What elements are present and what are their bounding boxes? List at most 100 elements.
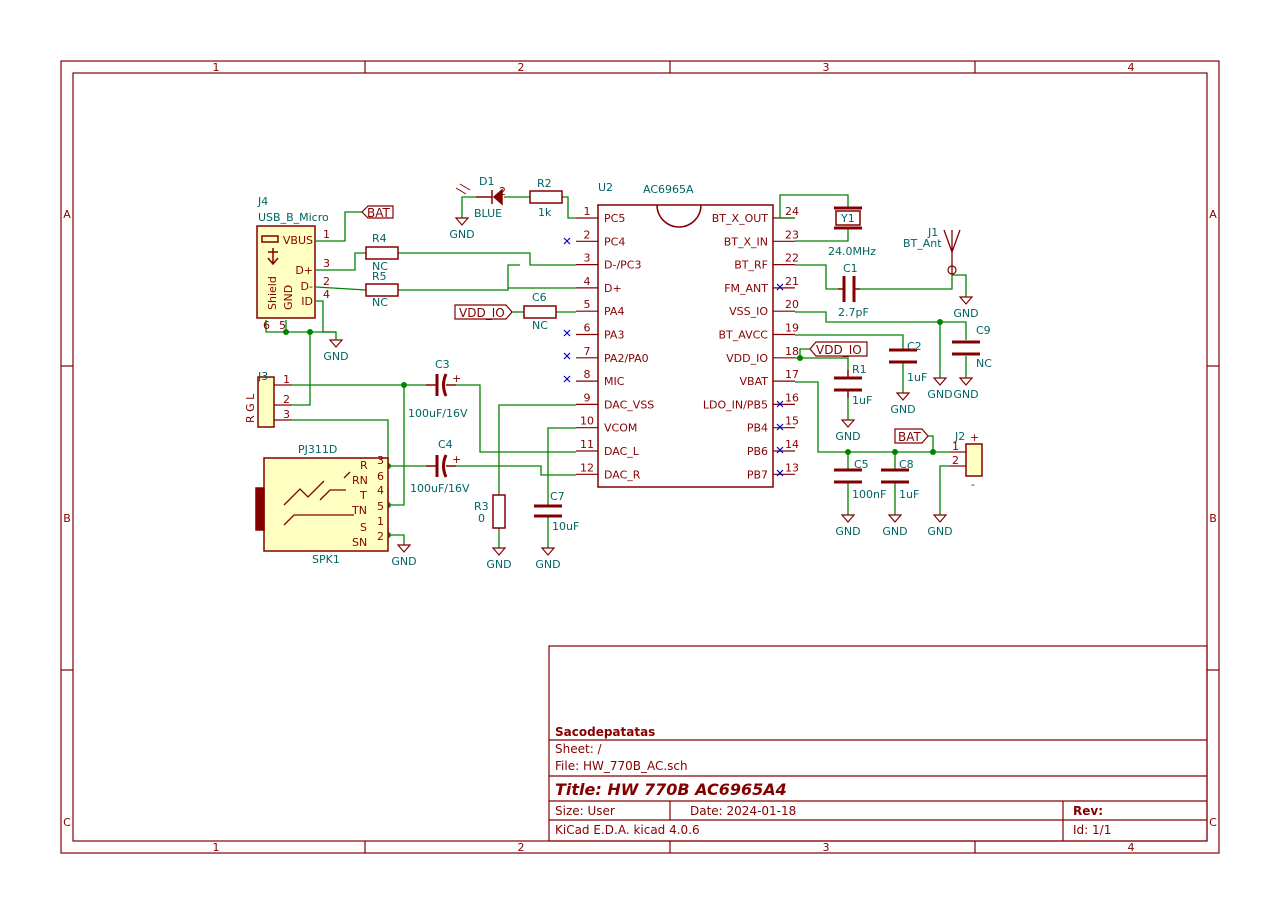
title-block-company: Sacodepatatas: [555, 725, 655, 739]
d1-pin-num: 2: [499, 185, 506, 198]
c4-value: 100uF/16V: [410, 482, 470, 495]
vdd-io-label-left: VDD_IO: [454, 304, 513, 320]
spk1-value: PJ311D: [298, 443, 337, 456]
j4-num-6: 6: [263, 319, 270, 332]
bat-label-text-1: BAT: [367, 206, 391, 220]
c1-capacitor: C1 2.7pF: [838, 262, 869, 319]
spk1-num-2: 2: [377, 530, 384, 543]
row-label-a-left: A: [63, 208, 71, 221]
u2-pin-name-20: VSS_IO: [729, 305, 768, 318]
gnd-vss-io-symbol: GND: [927, 377, 953, 401]
gnd-j2-label: GND: [927, 525, 952, 538]
vdd-io-label-right: VDD_IO: [809, 341, 868, 357]
u2-pin-name-18: VDD_IO: [726, 352, 768, 365]
spk1-pin-sn: SN: [352, 536, 367, 549]
r5-resistor: R5 NC: [365, 270, 399, 309]
u2-pin-num-5: 5: [584, 298, 591, 311]
u2-pin-name-24: BT_X_OUT: [712, 212, 769, 225]
j4-num-5: 5: [279, 319, 286, 332]
gnd-c7-symbol: GND: [535, 547, 561, 571]
vdd-io-label-text-2: VDD_IO: [816, 343, 862, 357]
u2-pin-name-19: BT_AVCC: [719, 329, 769, 342]
title-block-size: Size: User: [555, 804, 615, 818]
c5-ref: C5: [854, 458, 869, 471]
u2-pin-num-6: 6: [584, 322, 591, 335]
j2-num-2: 2: [952, 454, 959, 467]
c4-ref: C4: [438, 438, 453, 451]
gnd-j1-label: GND: [953, 307, 978, 320]
c6-ref: C6: [532, 291, 547, 304]
title-block-date: Date: 2024-01-18: [690, 804, 796, 818]
j1-ref: J1: [927, 226, 938, 239]
u2-pin-num-22: 22: [785, 252, 799, 265]
gnd-r3-symbol: GND: [486, 547, 512, 571]
c1-value: 2.7pF: [838, 306, 869, 319]
j4-pin-gnd: GND: [282, 285, 295, 310]
c8-value: 1uF: [899, 488, 919, 501]
no-connect-markers: [563, 237, 784, 477]
u2-pin-num-16: 16: [785, 391, 799, 404]
u2-pin-name-7: PA2/PA0: [604, 352, 649, 365]
u2-pin-num-7: 7: [584, 345, 591, 358]
u2-pin-name-15: PB4: [747, 422, 768, 435]
r3-resistor: R3 0: [474, 494, 506, 529]
c7-capacitor: C7 10uF: [534, 490, 579, 533]
u2-pin-num-13: 13: [785, 461, 799, 474]
row-label-a-right: A: [1209, 208, 1217, 221]
j4-pin-vbus: VBUS: [283, 234, 313, 247]
u2-pin-name-11: DAC_L: [604, 445, 640, 458]
y1-value: 24.0MHz: [828, 245, 876, 258]
gnd-c8-label: GND: [882, 525, 907, 538]
c8-capacitor: C8 1uF: [881, 458, 919, 501]
u2-pin-num-19: 19: [785, 322, 799, 335]
gnd-spk1-symbol: GND: [391, 544, 417, 568]
title-block: Sacodepatatas Sheet: / File: HW_770B_AC.…: [548, 645, 1208, 842]
j3-num-1: 1: [283, 373, 290, 386]
j4-pin-id: ID: [301, 295, 313, 308]
c9-value: NC: [976, 357, 992, 370]
r1-value: 1uF: [852, 394, 872, 407]
c6-component: C6 NC: [523, 291, 557, 332]
j4-ref: J4: [257, 195, 268, 208]
c5-capacitor: C5 100nF: [834, 458, 886, 501]
spk1-pin-s: S: [360, 521, 367, 534]
col-label-4-bottom: 4: [1128, 841, 1135, 854]
u2-pin-num-18: 18: [785, 345, 799, 358]
y1-ref: Y1: [840, 212, 855, 225]
j4-num-1: 1: [323, 228, 330, 241]
u2-pin-num-1: 1: [584, 205, 591, 218]
c2-ref: C2: [907, 340, 922, 353]
u2-pin-name-10: VCOM: [604, 422, 637, 435]
u2-pin-num-23: 23: [785, 228, 799, 241]
col-label-1-top: 1: [213, 61, 220, 74]
title-block-tool: KiCad E.D.A. kicad 4.0.6: [555, 823, 700, 837]
gnd-c8-symbol: GND: [882, 514, 908, 538]
spk1-num-1: 1: [377, 515, 384, 528]
gnd-c5-symbol: GND: [835, 514, 861, 538]
u2-ic: U2 AC6965A 1PC52PC43D-/PC34D+5PA46PA37PA…: [576, 181, 799, 488]
j4-num-2: 2: [323, 275, 330, 288]
gnd-c9-label: GND: [953, 388, 978, 401]
c5-value: 100nF: [852, 488, 886, 501]
gnd-j1-symbol: GND: [953, 296, 979, 320]
u2-pin-num-24: 24: [785, 205, 799, 218]
spk1-pin-rn: RN: [352, 474, 368, 487]
u2-pin-name-14: PB6: [747, 445, 768, 458]
c3-capacitor: + C3 100uF/16V: [408, 358, 468, 420]
u2-pin-name-8: MIC: [604, 375, 625, 388]
j2-connector: J2 1 2 + -: [950, 430, 983, 491]
spk1-pin-r: R: [360, 459, 368, 472]
r4-resistor: R4 NC: [365, 232, 399, 273]
j4-pin-dplus: D+: [295, 264, 313, 277]
col-label-1-bottom: 1: [213, 841, 220, 854]
c7-ref: C7: [550, 490, 565, 503]
u2-pin-name-3: D-/PC3: [604, 259, 641, 272]
j4-usb-connector: J4 USB_B_Micro VBUS D+ D- ID Shield GND …: [256, 195, 330, 332]
c9-capacitor: C9 NC: [952, 324, 992, 370]
u2-pin-name-5: PA4: [604, 305, 624, 318]
gnd-c2-symbol: GND: [890, 392, 916, 416]
u2-value: AC6965A: [643, 183, 694, 196]
title-block-sheet: Sheet: /: [555, 742, 603, 756]
